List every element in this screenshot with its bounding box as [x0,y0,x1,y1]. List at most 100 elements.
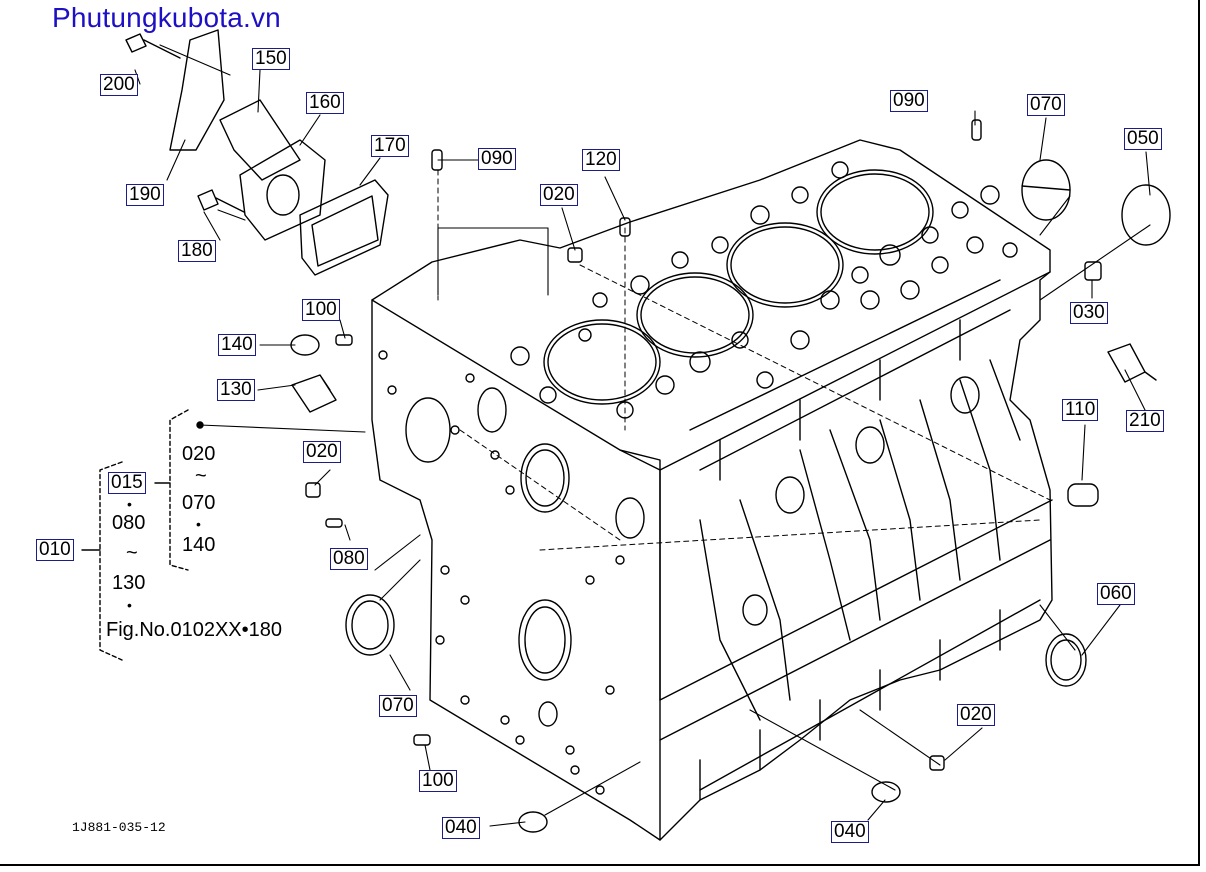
range-b-tilde: ~ [126,542,138,564]
callout-090-a[interactable]: 090 [478,148,516,170]
group-pointer-dot [196,421,204,429]
crankcase-web-1 [699,499,791,721]
front-bolt-holes [378,350,625,795]
oil-pan-rail [659,499,1053,791]
front-bore-lower [518,599,572,681]
side-water-jacket [689,279,1011,481]
callout-050[interactable]: 050 [1124,128,1162,150]
main-bearing-2 [775,476,805,514]
callout-030[interactable]: 030 [1070,302,1108,324]
callout-010[interactable]: 010 [36,539,74,561]
callout-140[interactable]: 140 [218,334,256,356]
callout-200[interactable]: 200 [100,74,138,96]
top-deck-front-edge [371,271,1051,471]
callout-020-c[interactable]: 020 [957,704,995,726]
fig-reference: Fig.No.0102XX•180 [106,619,283,641]
front-bore-mid [477,387,507,433]
gasket-170 [299,179,389,276]
seal-070-front [345,594,395,656]
top-deck-side [619,449,661,701]
cylinder-bore-1-inner [547,323,657,401]
small-parts [125,29,1171,833]
callout-090-b[interactable]: 090 [890,90,928,112]
lower-ribs [699,609,1001,801]
plug-020-top [567,247,583,263]
housing-160 [239,139,326,241]
pin-120 [619,217,631,237]
crankcase-web-2 [799,429,881,641]
callout-130[interactable]: 130 [217,379,255,401]
range-a-end: 070 [182,492,216,514]
sensor-210 [1107,343,1157,383]
block-outline [371,139,1053,841]
main-bearing-4 [950,376,980,414]
plug-050 [1121,184,1171,246]
callout-150[interactable]: 150 [252,48,290,70]
group-bracket-015 [169,409,189,571]
callout-060[interactable]: 060 [1097,583,1135,605]
plug-020-lower [929,755,945,771]
cylinder-bore-3-inner [730,226,840,304]
range-a-tilde: ~ [195,465,207,487]
callout-040-b[interactable]: 040 [831,821,869,843]
crankcase-web-3 [879,399,961,601]
callout-180[interactable]: 180 [178,240,216,262]
bracket-190 [169,29,225,151]
pin-080 [325,518,343,528]
callout-080[interactable]: 080 [330,548,368,570]
dashed-assembly-lines [437,169,1051,551]
crankcase-web-4 [959,359,1021,561]
range-b-end: 130 [112,572,146,594]
range-a-start: 020 [182,443,216,465]
callout-070-b[interactable]: 070 [379,695,417,717]
bolt-200 [125,33,181,59]
cylinder-bore-3 [726,222,844,308]
plug-030 [1084,261,1102,281]
seal-060 [1045,633,1087,687]
range-b-dot2: • [127,597,132,613]
group-bracket-010 [99,461,123,661]
diagram-code: 1J881-035-12 [72,820,166,835]
callout-070-a[interactable]: 070 [1027,94,1065,116]
callout-020-b[interactable]: 020 [303,441,341,463]
callout-015[interactable]: 015 [108,472,146,494]
camshaft-bore [520,443,570,513]
pin-110 [1067,483,1099,507]
fitting-130 [291,374,337,413]
cylinder-bore-4 [816,169,934,255]
plug-040-left [518,811,548,833]
front-bore-lower-inner [524,606,566,674]
filler-neck-150 [219,99,301,181]
cylinder-bore-2 [636,272,754,358]
callout-110[interactable]: 110 [1062,399,1099,421]
range-a-last: 140 [182,534,216,556]
bolt-180 [197,189,245,213]
site-title: Phutungkubota.vn [52,2,281,33]
cylinder-bore-4-inner [820,173,930,251]
deck-holes [510,161,1018,419]
plug-020-left [305,482,321,498]
main-bearing-1 [742,594,768,626]
dowel-pin-090-b [971,119,982,141]
front-small-hole-2 [615,497,645,539]
callout-100-b[interactable]: 100 [419,770,457,792]
callout-040-a[interactable]: 040 [442,817,480,839]
leader-lines [134,44,1151,827]
main-bearing-3 [855,426,885,464]
pin-100-top [335,334,353,346]
callout-160[interactable]: 160 [306,92,344,114]
callout-210[interactable]: 210 [1126,410,1164,432]
plug-040-right [871,781,901,803]
front-bore-upper [405,397,451,463]
front-small-hole-1 [538,701,558,727]
callout-190[interactable]: 190 [126,184,164,206]
camshaft-bore-inner [525,449,565,507]
callout-170[interactable]: 170 [371,135,409,157]
plug-140 [290,334,320,356]
callout-100-a[interactable]: 100 [302,299,340,321]
callout-020-a[interactable]: 020 [540,184,578,206]
cylinder-bore-1 [543,319,661,405]
callout-120[interactable]: 120 [582,149,620,171]
